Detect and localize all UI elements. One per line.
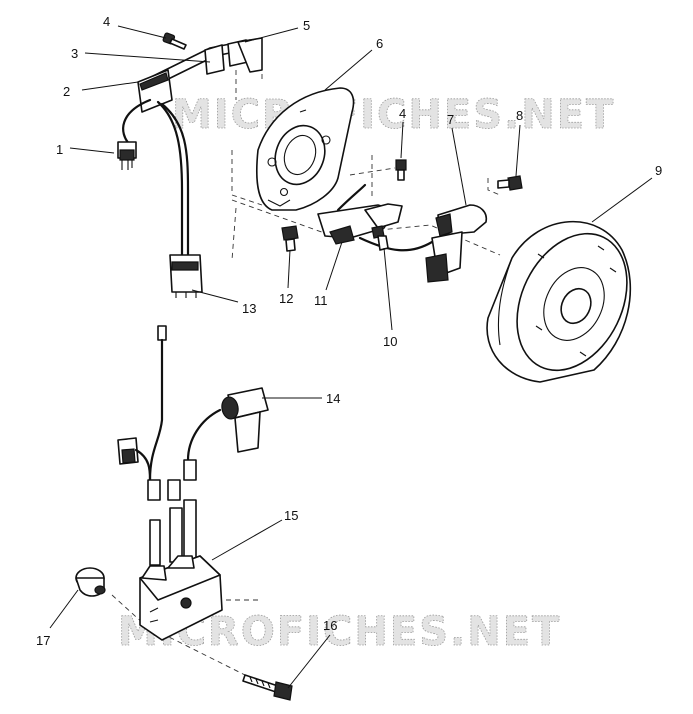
callout-5: 5 xyxy=(303,18,310,33)
callout-14: 14 xyxy=(326,391,340,406)
callout-3: 3 xyxy=(71,46,78,61)
leader-lines xyxy=(49,25,653,689)
multi-pin-connector xyxy=(169,254,203,298)
callout-12: 12 xyxy=(279,291,293,306)
callout-4-mid: 4 xyxy=(399,106,406,121)
callout-13: 13 xyxy=(242,301,256,316)
cdi-unit xyxy=(139,555,223,641)
grommet xyxy=(75,567,106,597)
flywheel xyxy=(486,220,632,383)
callout-17: 17 xyxy=(36,633,50,648)
callout-10: 10 xyxy=(383,334,397,349)
spark-plug-cap xyxy=(186,387,269,462)
callout-4-top: 4 xyxy=(103,14,110,29)
callout-9: 9 xyxy=(655,163,662,178)
regulator-block xyxy=(137,69,173,113)
callout-numbers: 1 2 3 4 4 5 6 7 8 9 10 11 12 13 14 15 16… xyxy=(36,14,662,648)
screw-12 xyxy=(281,225,299,252)
screw-right xyxy=(497,175,523,191)
callout-7: 7 xyxy=(447,112,454,127)
callout-6: 6 xyxy=(376,36,383,51)
charging-coil xyxy=(425,204,488,283)
pulser-coil-bracket xyxy=(317,183,434,252)
plug-connector xyxy=(117,141,137,170)
callout-16: 16 xyxy=(323,618,337,633)
screw-mid xyxy=(395,159,407,181)
stator-plate xyxy=(255,87,355,211)
coil-connector xyxy=(117,437,152,482)
watermark-top: MICROFICHES.NET xyxy=(172,92,615,138)
bolt-16 xyxy=(242,674,293,701)
ignition-lead xyxy=(148,325,167,482)
callout-1: 1 xyxy=(56,142,63,157)
callout-15: 15 xyxy=(284,508,298,523)
callout-8: 8 xyxy=(516,108,523,123)
callout-11: 11 xyxy=(314,293,328,308)
bolt-top xyxy=(162,32,187,50)
callout-2: 2 xyxy=(63,84,70,99)
screw-10 xyxy=(371,225,389,251)
harness-wires xyxy=(122,98,190,257)
wire-sleeves xyxy=(147,459,197,566)
